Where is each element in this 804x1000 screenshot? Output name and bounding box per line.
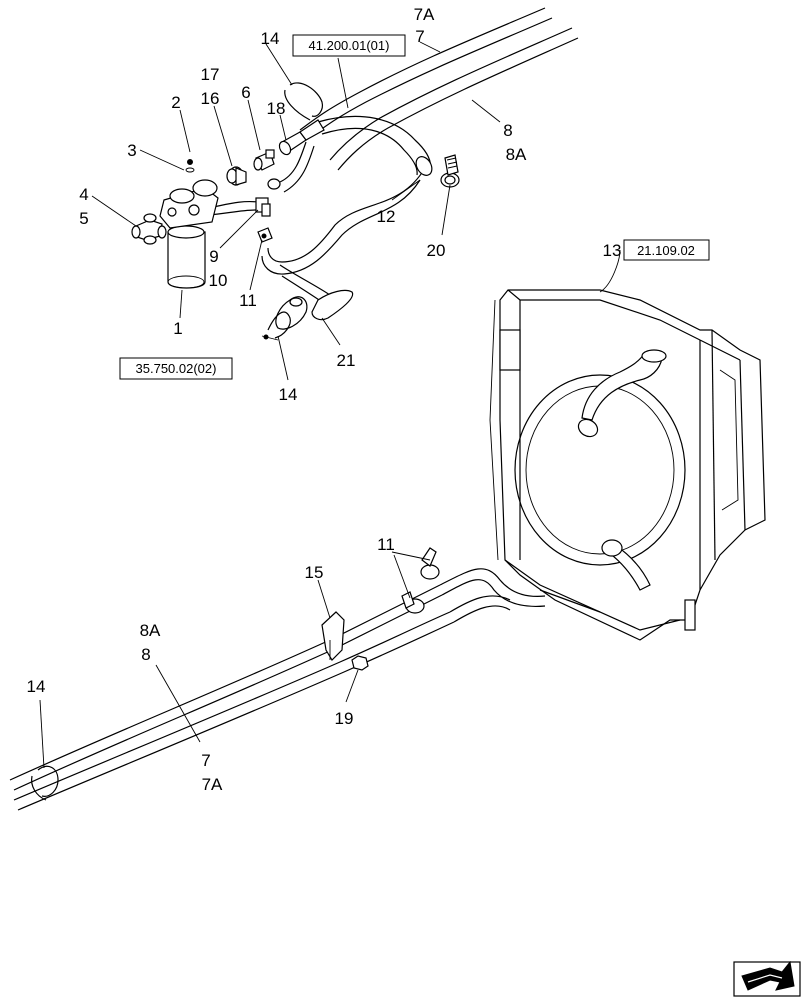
callout-19: 19 xyxy=(335,709,354,728)
clamp-14-bottom xyxy=(31,765,59,801)
callout-2: 2 xyxy=(171,93,180,112)
callout-7-top: 7 xyxy=(415,27,424,46)
reference-filter-text: 35.750.02(02) xyxy=(136,361,217,376)
reference-box-hose: 41.200.01(01) xyxy=(292,34,406,57)
fitting-18 xyxy=(278,119,325,156)
callout-16: 16 xyxy=(201,89,220,108)
fitting-16-17 xyxy=(226,166,247,186)
callout-11-bottom: 11 xyxy=(377,535,395,554)
callout-4: 4 xyxy=(79,185,88,204)
callout-15: 15 xyxy=(305,563,324,582)
nut-19 xyxy=(351,655,369,671)
direction-arrow-icon xyxy=(733,960,801,997)
callout-13: 13 xyxy=(603,241,622,260)
callout-5: 5 xyxy=(79,209,88,228)
callout-9: 9 xyxy=(209,247,218,266)
callout-7A-top: 7A xyxy=(414,5,435,24)
callout-1: 1 xyxy=(173,319,182,338)
lower-hose-pair xyxy=(9,568,546,811)
hose-6-line xyxy=(267,141,315,193)
hose-12 xyxy=(261,115,433,275)
fitting-6 xyxy=(253,149,275,171)
filter-assembly xyxy=(159,159,219,289)
callout-14-mid: 14 xyxy=(279,385,298,404)
callout-10: 10 xyxy=(209,271,228,290)
fitting-4-5 xyxy=(131,213,167,245)
callout-3: 3 xyxy=(127,141,136,160)
callout-21: 21 xyxy=(337,351,356,370)
reference-box-radiator: 21.109.02 xyxy=(623,239,710,261)
callout-8A-bottom: 8A xyxy=(140,621,161,640)
callout-8-top: 8 xyxy=(503,121,512,140)
fitting-11-upper xyxy=(257,227,273,243)
reference-box-filter: 35.750.02(02) xyxy=(119,357,233,380)
callout-7A-bottom: 7A xyxy=(202,775,223,794)
radiator-assembly xyxy=(489,289,766,641)
callout-14-bottom: 14 xyxy=(27,677,46,696)
clamp-14-lower-upper xyxy=(261,311,291,341)
callout-7-bottom: 7 xyxy=(201,751,210,770)
fitting-20 xyxy=(440,154,460,188)
callout-8-bottom: 8 xyxy=(141,645,150,664)
clamp-14-top xyxy=(284,82,323,121)
callout-18: 18 xyxy=(267,99,286,118)
leader-lines xyxy=(39,41,621,769)
callout-8A-top: 8A xyxy=(506,145,527,164)
callout-17: 17 xyxy=(201,65,220,84)
callout-12: 12 xyxy=(377,207,396,226)
reference-radiator-text: 21.109.02 xyxy=(637,243,695,258)
hose-21 xyxy=(275,264,354,330)
clamp-15 xyxy=(321,611,345,661)
reference-hose-text: 41.200.01(01) xyxy=(309,38,390,53)
fitting-11-lower xyxy=(401,547,440,614)
callout-11-top: 11 xyxy=(239,291,257,310)
upper-hose-pair xyxy=(299,7,579,171)
callout-6: 6 xyxy=(241,83,250,102)
callout-14-top: 14 xyxy=(261,29,280,48)
callout-20: 20 xyxy=(427,241,446,260)
